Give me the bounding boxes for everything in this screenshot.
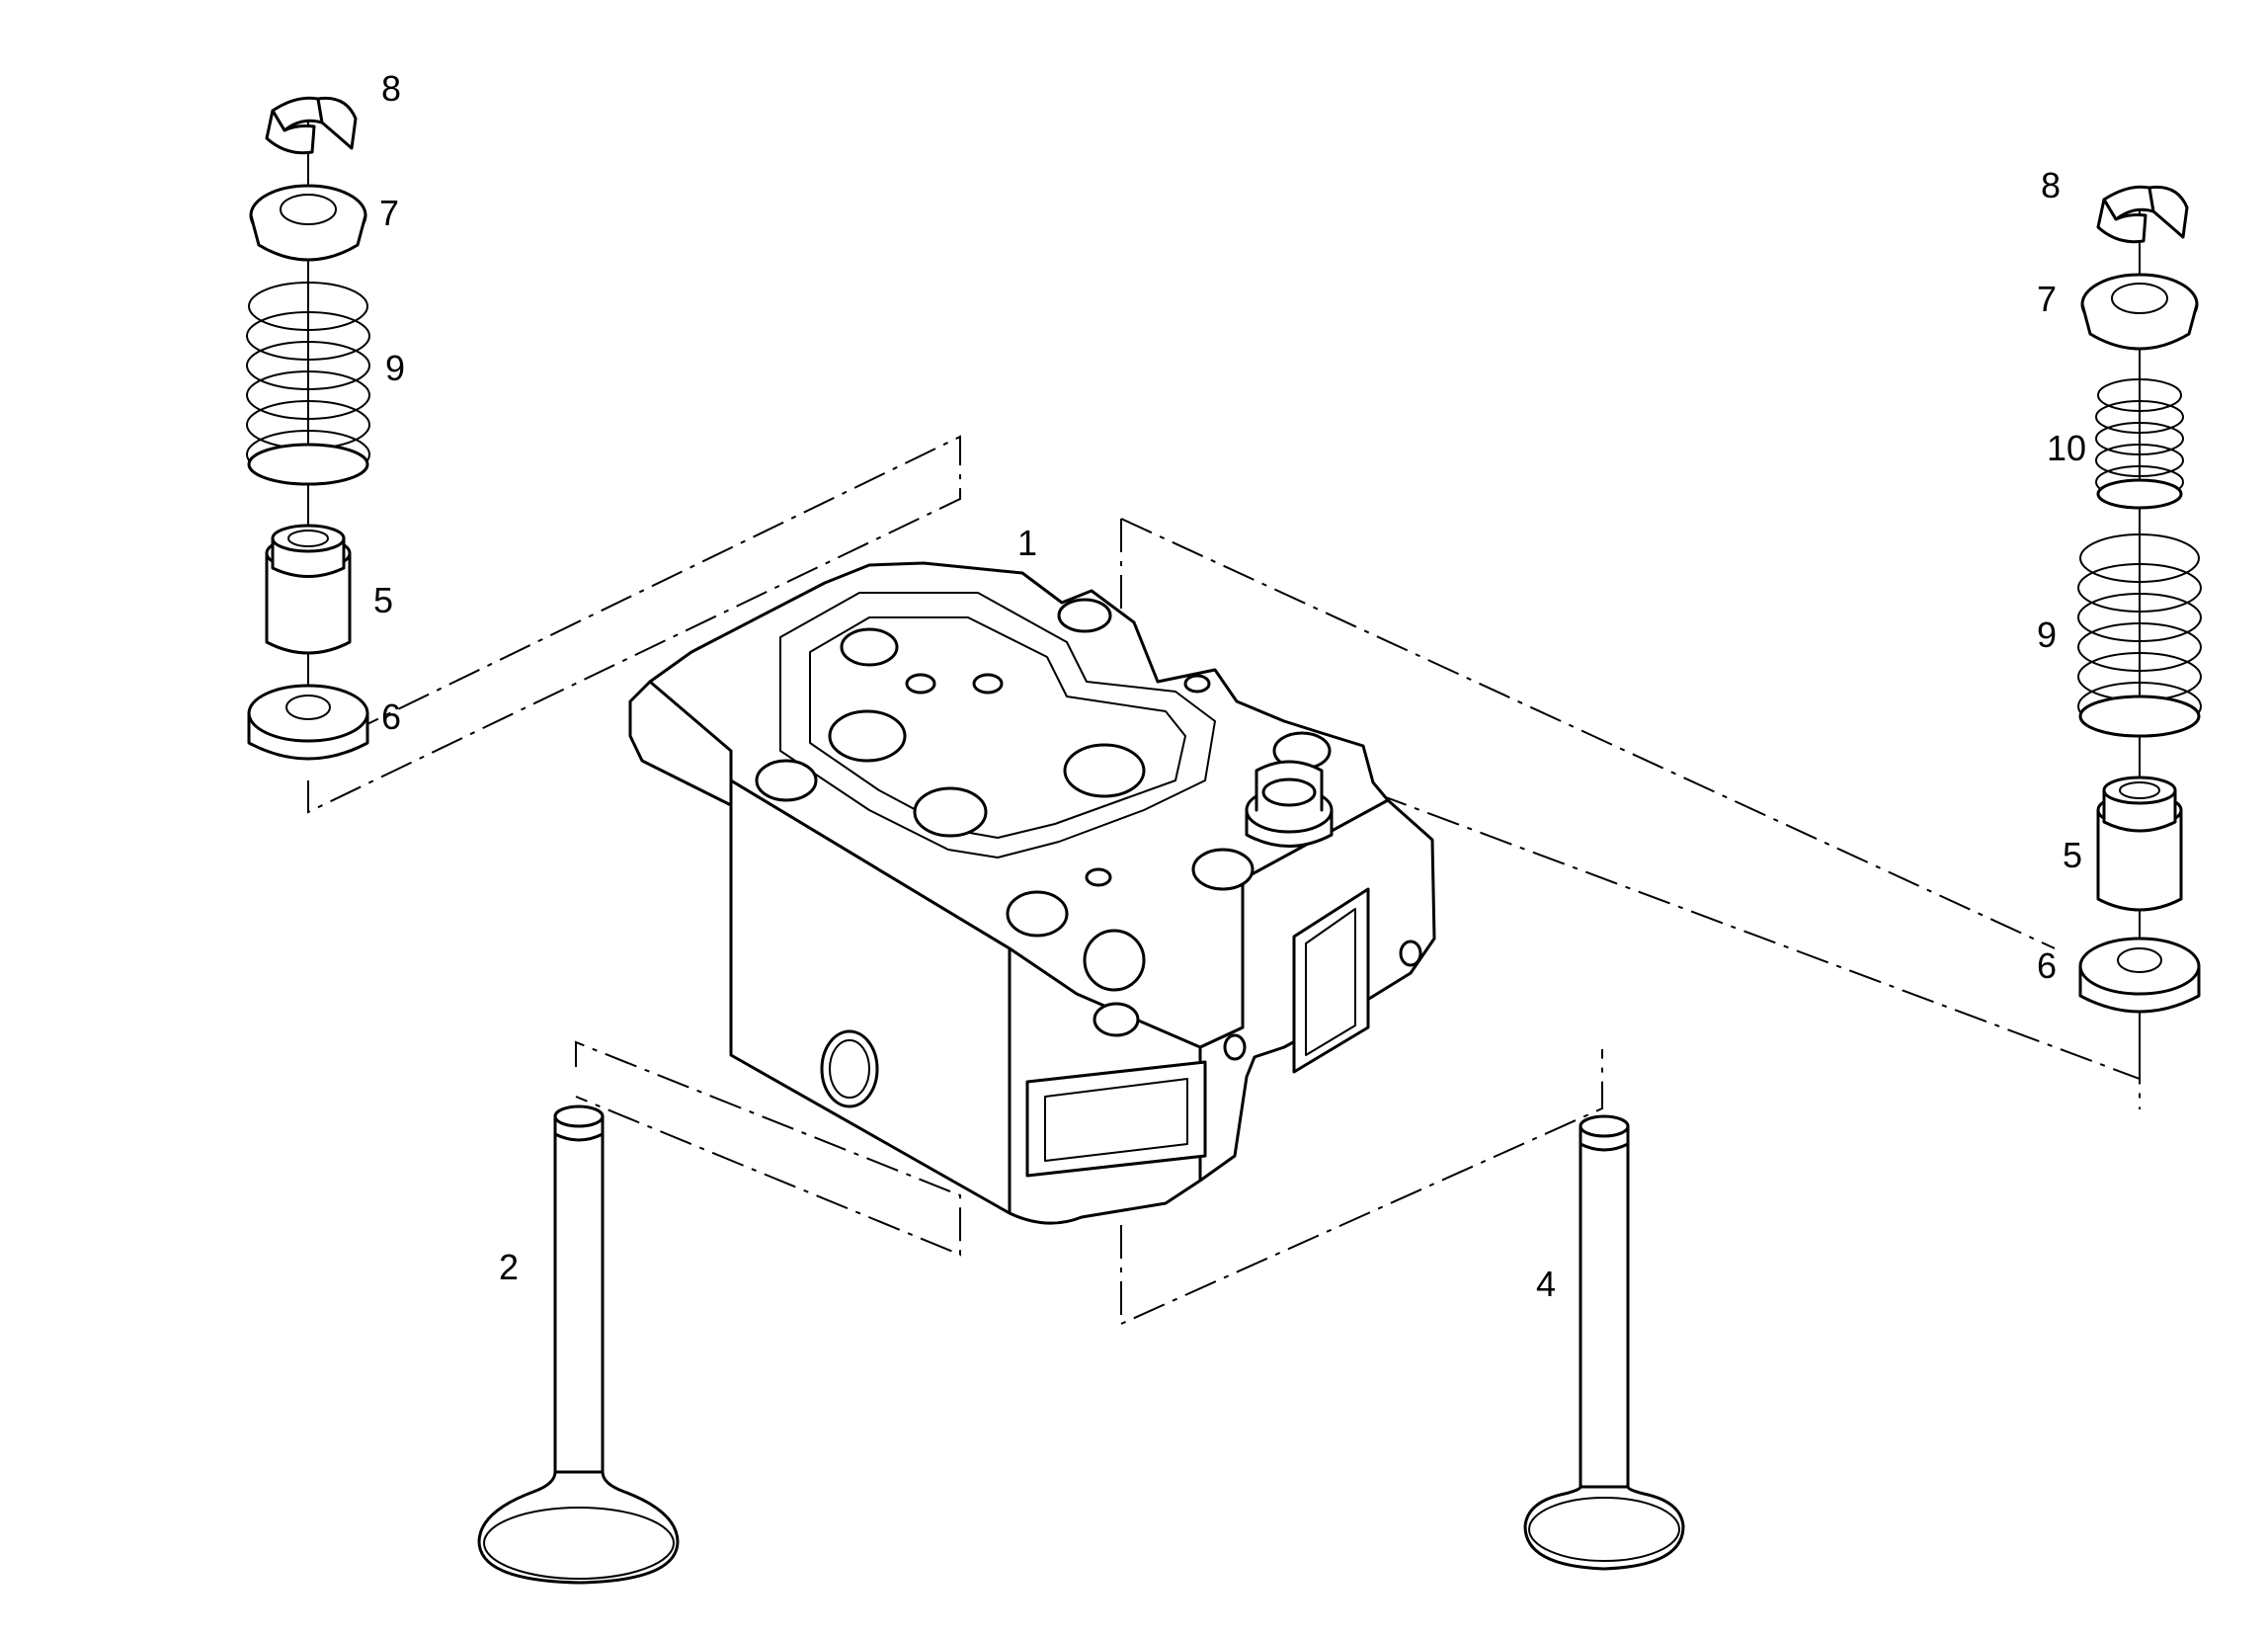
right-valve-seat	[2078, 937, 2201, 1014]
cylinder-head-front-port-inner	[829, 1039, 870, 1099]
left-valve-retainer	[249, 184, 367, 262]
callout-right-inner-spring: 10	[2047, 428, 2086, 468]
left-valve-guide	[265, 524, 352, 655]
right-stack-explosion-top	[1120, 518, 2056, 949]
callout-head: 1	[1017, 523, 1037, 563]
callout-right-retainer: 7	[2037, 279, 2057, 319]
right-valve-guide	[2096, 776, 2183, 912]
cylinder-head-hex-plug	[1245, 760, 1334, 848]
cylinder-head	[628, 561, 1436, 1225]
right-valve-retainer	[2080, 273, 2199, 351]
left-valve-keeper	[265, 96, 358, 155]
right-valve-keeper	[2096, 185, 2189, 244]
callout-right-spring: 9	[2037, 614, 2057, 655]
callout-right-seat: 6	[2037, 945, 2057, 986]
left-valve-stack	[246, 96, 370, 761]
explosion-lines	[307, 435, 2141, 1326]
exhaust-valve-explosion-line	[1120, 1049, 1603, 1326]
callout-left-keeper: 8	[381, 68, 401, 109]
right-valve-stack	[2077, 185, 2202, 1082]
cylinder-head-side-port	[1292, 887, 1370, 1074]
callout-left-guide: 5	[373, 580, 393, 620]
intake-valve-explosion-line	[575, 1040, 961, 1257]
callout-right-keeper: 8	[2041, 165, 2061, 205]
callout-left-spring: 9	[385, 348, 405, 388]
callout-left-seat: 6	[381, 696, 401, 737]
left-stack-explosion-line	[307, 435, 961, 814]
callout-right-guide: 5	[2063, 835, 2082, 875]
right-stack-explosion-line	[1120, 519, 2141, 1109]
exhaust-valve	[1523, 1114, 1685, 1571]
cylinder-head-rocker-inner	[809, 616, 1186, 839]
callout-left-retainer: 7	[379, 193, 399, 233]
left-valve-seat	[247, 684, 369, 761]
right-valve-inner-spring	[2095, 378, 2184, 510]
right-valve-spring	[2077, 533, 2202, 738]
callout-exhaust-valve: 4	[1536, 1264, 1556, 1304]
left-valve-spring	[246, 282, 370, 486]
cylinder-head-rocker-rim	[779, 592, 1216, 859]
intake-valve	[477, 1104, 680, 1585]
callout-labels: 8 7 9 5 6 1 2 4 8 7 10 9 5 6	[373, 68, 2086, 1304]
cylinder-head-bores	[755, 598, 1422, 1061]
callout-intake-valve: 2	[499, 1247, 519, 1287]
